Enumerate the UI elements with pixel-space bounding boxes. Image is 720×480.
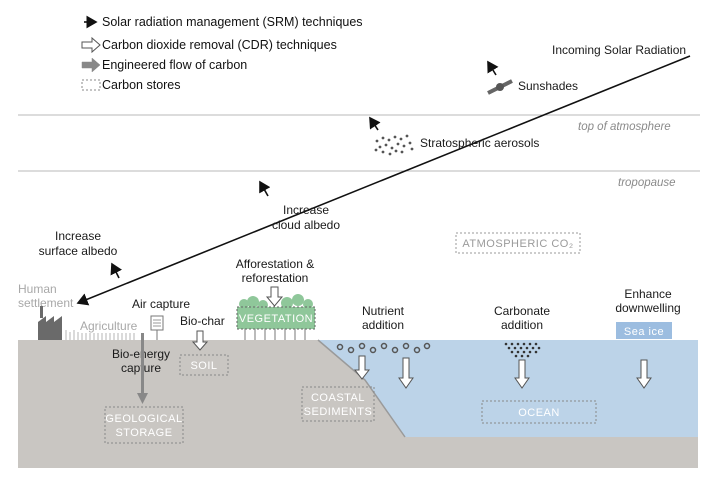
afforest-label-2: reforestation [242,271,309,285]
soil-store: SOIL [179,354,229,376]
land [18,340,698,468]
afforest-arrow [265,286,284,307]
nutrient-arrow-2 [398,357,414,389]
legend-flow: Engineered flow of carbon [81,57,247,73]
aerosols-label: Stratospheric aerosols [420,136,539,150]
sunshade-reflect-arrow [487,60,499,76]
human-label-1: Human [18,282,57,296]
vegetation-box [236,306,316,330]
human-label-2: settlement [18,296,74,310]
solar-radiation-line [76,55,691,306]
bio-energy-capture: Bio-energy capture [112,333,170,404]
geological-storage: GEOLOGICAL STORAGE [104,406,184,444]
coastal-sediments-store: COASTAL SEDIMENTS [301,386,375,422]
cloud-albedo-label-2: cloud albedo [272,218,340,232]
biochar: Bio-char [180,314,225,351]
legend-srm: Solar radiation management (SRM) techniq… [84,15,363,29]
human-settlement: Human settlement [18,282,74,340]
surface-albedo-label-1: Increase [55,229,101,243]
carbonate-particles [504,342,541,358]
legend-flow-label: Engineered flow of carbon [102,58,247,72]
afforestation: Afforestation & reforestation [236,257,315,307]
legend-srm-label: Solar radiation management (SRM) techniq… [102,15,363,29]
sunshades: Sunshades [487,60,578,95]
aerosol-reflect-arrow [369,116,381,131]
legend-stores: Carbon stores [81,78,181,92]
nutrient-label-2: addition [362,318,404,332]
ocean-label: OCEAN [518,407,560,419]
carbonate-arrow [514,359,530,389]
afforest-label-1: Afforestation & [236,257,315,271]
top-of-atmosphere-label: top of atmosphere [578,121,671,133]
surface-albedo-label-2: surface albedo [39,244,118,258]
tree-trunks [244,329,306,340]
coastal-label-1: COASTAL [311,392,365,404]
factory-icon [38,316,62,340]
nutrient-arrow-1 [353,355,371,380]
nutrient-addition: Nutrient addition [336,304,431,389]
geological-label-2: STORAGE [115,427,172,439]
vegetation-store: VEGETATION [236,294,316,340]
sea-ice-label: Sea ice [624,326,664,338]
sea-ice-block [616,322,672,339]
vegetation-label: VEGETATION [239,313,313,325]
legend-cdr-label: Carbon dioxide removal (CDR) techniques [102,38,337,52]
legend: Solar radiation management (SRM) techniq… [81,15,363,92]
stratospheric-aerosols: Stratospheric aerosols [369,116,539,156]
legend-stores-label: Carbon stores [102,78,181,92]
incoming-label: Incoming Solar Radiation [552,43,686,57]
crops-icon [65,330,135,340]
atmospheric-co2-store: ATMOSPHERIC CO₂ [455,232,581,254]
legend-cdr: Carbon dioxide removal (CDR) techniques [81,36,337,54]
nutrient-label-1: Nutrient [362,304,405,318]
downwelling-label-2: downwelling [615,301,680,315]
carbonate-addition: Carbonate addition [494,304,550,389]
aerosol-dots [374,134,414,156]
air-capture: Air capture [132,297,190,340]
agriculture: Agriculture [65,319,138,340]
nutrient-particles [336,342,431,354]
ocean-store: OCEAN [481,400,597,424]
cloud-albedo: Increase cloud albedo [259,180,340,232]
carbon-flow-pipe [141,333,144,395]
surface-reflect-arrow [110,262,123,279]
biochar-label: Bio-char [180,314,225,328]
downwelling-arrow [636,359,652,389]
geological-label-1: GEOLOGICAL [105,413,182,425]
sunshade-hub [496,83,504,91]
sunshades-label: Sunshades [518,79,578,93]
tropopause-label: tropopause [618,177,676,189]
carbonate-label-1: Carbonate [494,304,550,318]
agriculture-label: Agriculture [80,319,138,333]
surface-albedo: Increase surface albedo [39,229,123,279]
cloud-albedo-label-1: Increase [283,203,329,217]
carbonate-label-2: addition [501,318,543,332]
atmospheric-co2-label: ATMOSPHERIC CO₂ [462,238,573,250]
chimney-icon [40,306,43,318]
ocean [318,340,698,437]
soil-label: SOIL [190,360,217,372]
enhance-downwelling: Enhance downwelling Sea ice [615,287,681,389]
carbon-flow-arrow [137,393,148,404]
biochar-arrow [191,330,209,351]
coastline [317,339,406,438]
air-capture-label: Air capture [132,297,190,311]
cloud-reflect-arrow [259,180,271,197]
coastal-label-2: SEDIMENTS [304,406,373,418]
downwelling-label-1: Enhance [624,287,672,301]
